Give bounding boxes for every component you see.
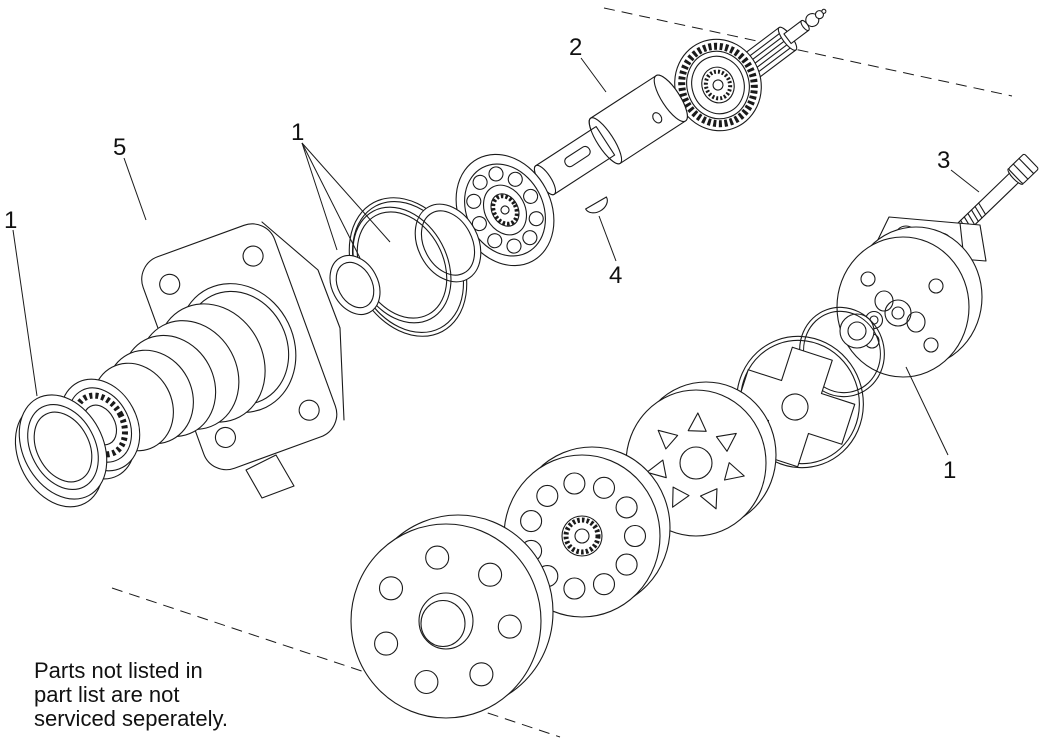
boundary-dashed-line-top <box>603 7 1013 97</box>
shaft-seal <box>14 394 108 508</box>
splined-bearing-ring <box>674 38 762 132</box>
housing-neck <box>92 303 266 452</box>
boundary-dashed-line-bottom <box>111 587 561 738</box>
callout-5-housing: 5 <box>113 134 126 161</box>
wear-plate <box>350 514 554 719</box>
callout-4-key: 4 <box>609 262 622 289</box>
valve-slots <box>646 412 745 510</box>
service-note-line-3: serviced seperately. <box>34 706 228 731</box>
service-note-line-2: part list are not <box>34 682 180 707</box>
o-ring-small <box>329 255 381 315</box>
bolt-head <box>1008 153 1039 184</box>
end-cover-assembly <box>836 216 987 378</box>
housing-lug <box>245 454 295 499</box>
callout-3-bolt: 3 <box>937 147 950 174</box>
flange-bolt-hole <box>214 426 236 449</box>
flange-bolt-hole <box>298 399 320 421</box>
cross-hole <box>652 112 663 124</box>
flange-bolt-hole <box>242 245 264 267</box>
flange-bolt-hole <box>159 273 181 295</box>
callout-2-shaft: 2 <box>569 34 582 61</box>
drive-shaft-coupling <box>533 74 688 196</box>
valve-plate <box>625 381 777 537</box>
seal-ring-small <box>414 203 482 283</box>
service-note-line-1: Parts not listed in <box>34 658 203 683</box>
callout-1-endcover: 1 <box>943 457 956 484</box>
leader-lines <box>12 57 980 456</box>
woodruff-key <box>585 196 608 214</box>
service-note: Parts not listed in part list are not se… <box>34 658 228 731</box>
callout-1-seal: 1 <box>4 207 17 234</box>
keyseat-slot <box>564 145 591 168</box>
main-housing <box>92 221 345 499</box>
callout-1-orings: 1 <box>291 119 304 146</box>
roller-bearing <box>455 153 555 267</box>
